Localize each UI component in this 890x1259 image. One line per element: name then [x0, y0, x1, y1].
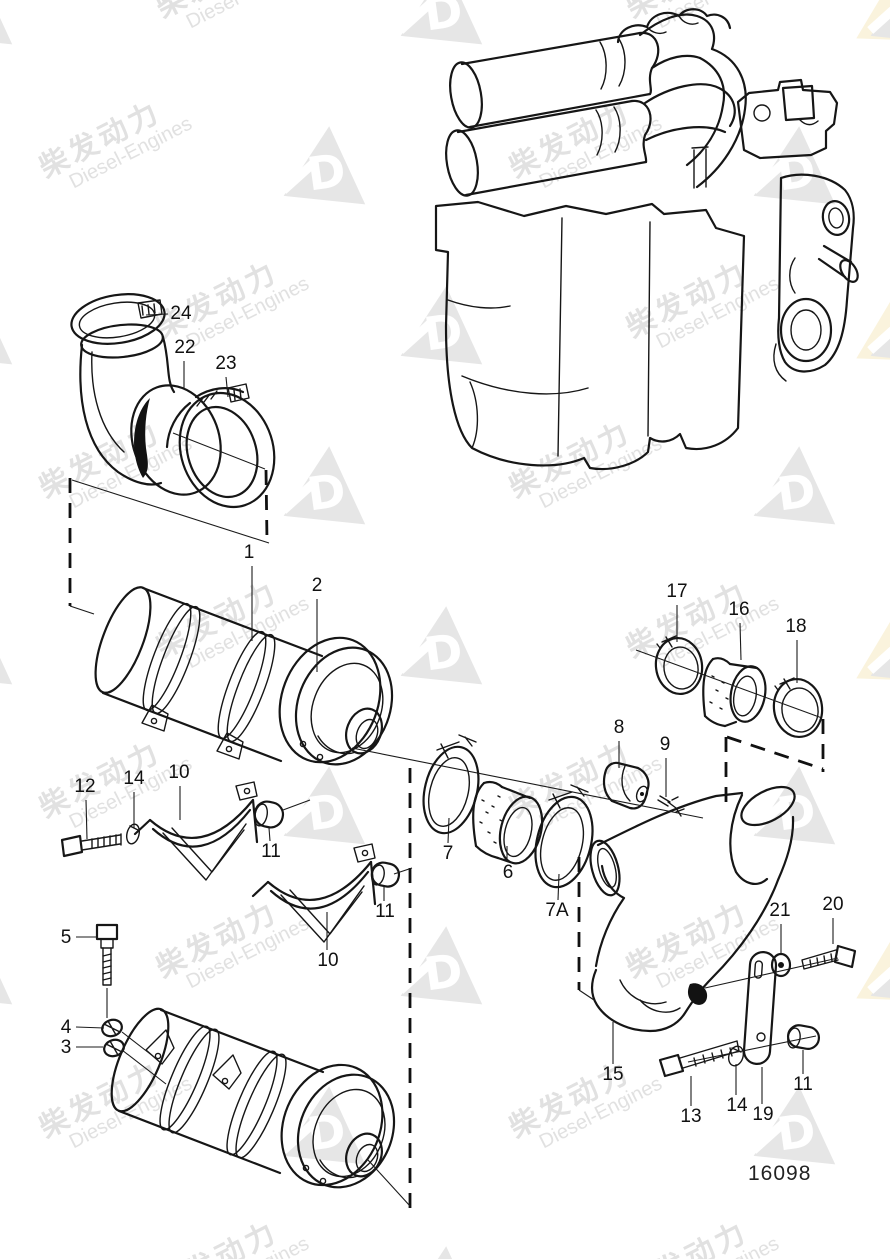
callout-leader-24: [145, 313, 169, 316]
callout-label-23: 23: [215, 353, 236, 374]
dashed-cut-lines: [68, 469, 825, 1208]
callout-label-21: 21: [769, 900, 790, 921]
callout-label-15: 15: [602, 1064, 623, 1085]
callout-label-14a: 14: [123, 768, 145, 789]
center-line: [367, 1159, 411, 1207]
callout-label-17: 17: [666, 581, 687, 602]
dashed-cut-line: [264, 469, 269, 542]
bracket-group: [60, 781, 401, 986]
callout-labels: 12345677A8910101111111213141415161718192…: [61, 303, 844, 1127]
callout-label-9: 9: [660, 734, 671, 755]
upper-clamp-sleeve-group: [654, 635, 824, 739]
engine-drawing: [434, 8, 859, 471]
center-line: [121, 1031, 159, 1061]
callout-leader-23: [225, 376, 229, 398]
dashed-cut-line: [726, 735, 824, 771]
callout-label-14b: 14: [726, 1095, 748, 1116]
callout-label-16: 16: [728, 599, 749, 620]
callout-label-24: 24: [170, 303, 192, 324]
callout-label-3: 3: [61, 1037, 72, 1058]
lower-muffler-group: [101, 1007, 396, 1189]
center-line: [393, 867, 413, 875]
center-line: [121, 1049, 167, 1085]
callout-label-8: 8: [614, 717, 625, 738]
callout-label-10a: 10: [168, 762, 189, 783]
mid-clamp-sleeve-group: [422, 734, 594, 889]
callout-label-7: 7: [443, 843, 454, 864]
center-line: [704, 957, 839, 989]
center-line: [687, 1035, 817, 1063]
elbow-hose-group: [70, 293, 276, 509]
callout-label-6: 6: [503, 862, 514, 883]
y-pipe-group: [589, 785, 857, 1078]
callout-label-10b: 10: [317, 950, 338, 971]
callout-leader-16: [739, 622, 742, 661]
callout-leader-12: [85, 799, 88, 840]
frame-line: [578, 989, 595, 1001]
callout-label-11c: 11: [793, 1074, 813, 1095]
callout-label-12: 12: [74, 776, 95, 797]
upper-muffler-group: [94, 586, 394, 766]
callout-leader-11a: [268, 827, 271, 842]
callout-label-7A: 7A: [545, 900, 569, 921]
callout-label-20: 20: [822, 894, 843, 915]
frame-line: [69, 605, 95, 615]
alignment-center-lines: [106, 432, 839, 1207]
callout-label-11a: 11: [261, 841, 281, 862]
callout-label-5: 5: [61, 927, 72, 948]
center-line: [351, 747, 704, 819]
callout-label-22: 22: [174, 337, 195, 358]
callout-label-18: 18: [785, 616, 806, 637]
callout-leader-7: [447, 817, 450, 844]
callout-label-2: 2: [312, 575, 323, 596]
callout-leader-4: [75, 1026, 105, 1029]
callout-label-19: 19: [752, 1104, 773, 1125]
callout-label-13: 13: [680, 1106, 701, 1127]
callout-label-11b: 11: [375, 901, 395, 922]
center-line: [172, 432, 266, 470]
callout-leader-7A: [557, 873, 560, 901]
center-line: [282, 799, 311, 811]
center-line: [635, 649, 823, 719]
figure-number: 16098: [748, 1162, 811, 1185]
callout-label-4: 4: [61, 1017, 72, 1038]
callout-label-1: 1: [244, 542, 255, 563]
frame-line: [71, 479, 270, 544]
fitting-group: [602, 761, 685, 817]
